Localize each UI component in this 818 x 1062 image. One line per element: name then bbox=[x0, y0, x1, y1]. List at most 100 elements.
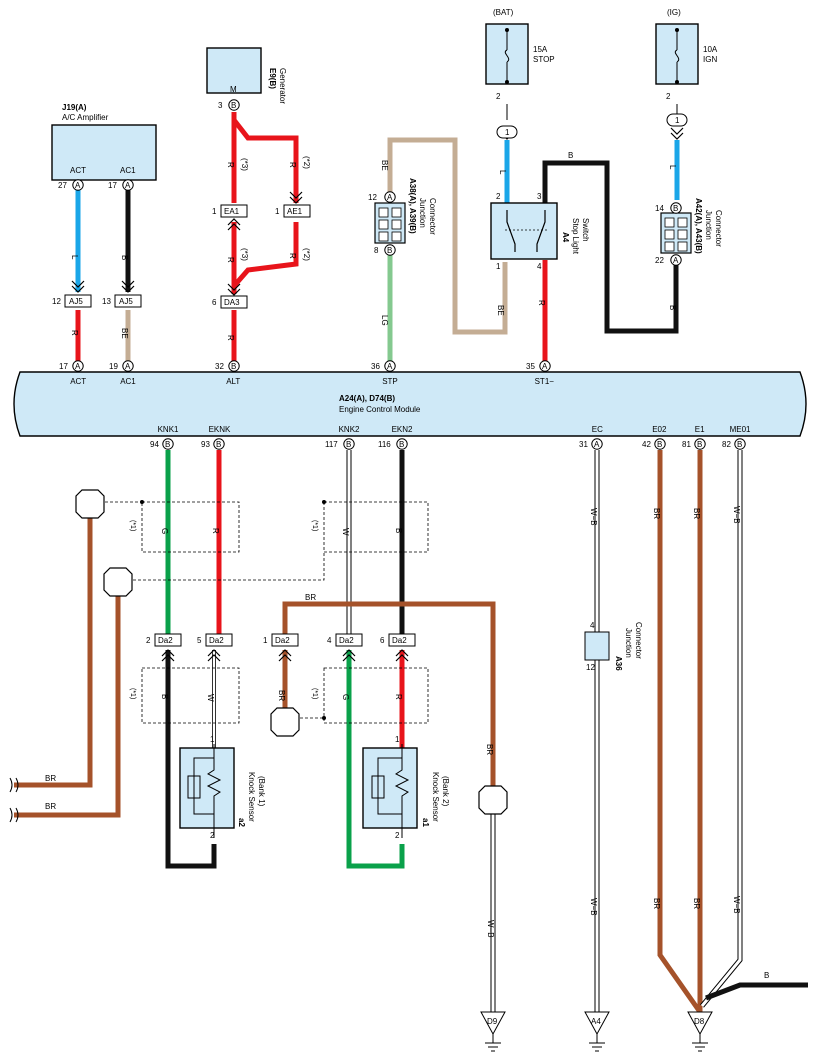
generator-title: Generator bbox=[278, 68, 287, 104]
a36-p12: 12 bbox=[586, 663, 595, 672]
pin-circle bbox=[694, 438, 706, 450]
pin-circle bbox=[72, 360, 84, 372]
label-note: (*3) bbox=[240, 248, 249, 261]
jc-right-name: A42(A), A43(B) bbox=[694, 198, 703, 254]
knock2-p2: 2 bbox=[395, 831, 400, 840]
label-wire: BR bbox=[45, 774, 56, 783]
resistor-icon bbox=[206, 758, 222, 814]
pin-circle bbox=[162, 438, 174, 450]
label-wire: R bbox=[226, 257, 235, 263]
svg-text:A: A bbox=[387, 193, 393, 202]
fuse-bat-name: STOP bbox=[533, 55, 555, 64]
label-wire: L bbox=[498, 170, 507, 175]
pin-signal: ST1− bbox=[535, 377, 555, 386]
pin-signal: E02 bbox=[652, 425, 667, 434]
conn-da2: Da2 bbox=[158, 636, 173, 645]
pin-connector: A bbox=[125, 362, 131, 371]
jc-right-title1: Junction bbox=[704, 210, 713, 240]
pin-circle bbox=[734, 438, 746, 450]
fuse-ig-pin: 2 bbox=[666, 92, 671, 101]
label-wire: B bbox=[668, 305, 677, 310]
fuse-ig-junction: 1 bbox=[675, 116, 680, 125]
ground-a4-label: A4 bbox=[591, 1017, 601, 1026]
knock-sensor-bank2: 1 2 a1 Knock Sensor (Bank 2) bbox=[362, 735, 450, 840]
label-wire: B bbox=[120, 255, 129, 260]
switch-title1: Stop Light bbox=[571, 218, 580, 255]
label-wire: R bbox=[70, 330, 79, 336]
grounds: D9 A4 D8 bbox=[480, 1011, 713, 1052]
label-wire: BE bbox=[120, 328, 129, 339]
pin-number: 19 bbox=[109, 362, 118, 371]
ground-a4: A4 bbox=[584, 1011, 610, 1052]
top-pin-circles: A 27 A 17 B 3 A 12 B 8 B 14 A 22 2 3 1 4 bbox=[58, 99, 682, 271]
fuse-icon bbox=[674, 49, 680, 63]
svg-text:B: B bbox=[231, 101, 236, 110]
pin-signal: E1 bbox=[695, 425, 705, 434]
pin-signal: ALT bbox=[226, 377, 240, 386]
knock-sensor-1-box bbox=[179, 747, 235, 829]
wire-e02-br bbox=[657, 450, 703, 1014]
ground-icon bbox=[589, 1034, 605, 1052]
pin-number: 42 bbox=[642, 440, 651, 449]
knock-sensor-bank1: 1 2 a2 Knock Sensor (Bank 1) bbox=[179, 735, 266, 840]
conn-da3-num: 6 bbox=[212, 298, 217, 307]
pin-signal: AC1 bbox=[120, 377, 136, 386]
pin-number: 93 bbox=[201, 440, 210, 449]
junction-a36: 4 12 A36 Junction Connector bbox=[584, 621, 643, 672]
knock1-title2: (Bank 1) bbox=[257, 776, 266, 807]
svg-text:B: B bbox=[673, 204, 678, 213]
pin-connector: A bbox=[594, 440, 600, 449]
fuse-ig-name: IGN bbox=[703, 55, 717, 64]
knock1-p2: 2 bbox=[210, 831, 215, 840]
ground-d9: D9 bbox=[480, 1011, 506, 1052]
conn-ea1-num: 1 bbox=[212, 207, 217, 216]
ac-amp-title: A/C Amplifier bbox=[62, 113, 109, 122]
pin-circle bbox=[228, 360, 240, 372]
shield-boxes: (*1) (*1) (*1) (*1) bbox=[90, 500, 429, 724]
inline-connectors-top: AJ5 12 AJ5 13 EA1 1 AE1 1 DA3 6 bbox=[52, 127, 684, 309]
switch-name: A4 bbox=[561, 232, 570, 243]
svg-text:A: A bbox=[673, 256, 679, 265]
wire-stp-beige bbox=[387, 137, 508, 335]
pin-connector: A bbox=[75, 362, 81, 371]
engine-control-module: A24(A), D74(B) Engine Control Module bbox=[13, 371, 807, 437]
label-note: (*2) bbox=[302, 156, 311, 169]
pin-number: 35 bbox=[526, 362, 535, 371]
label-wire: BE bbox=[380, 160, 389, 171]
label-wire: W bbox=[341, 528, 350, 536]
pin-signal: EKNK bbox=[209, 425, 231, 434]
label-wire: B bbox=[764, 971, 769, 980]
knock2-name: a1 bbox=[421, 818, 430, 827]
pin-circle bbox=[654, 438, 666, 450]
ac-amp-n27: 27 bbox=[58, 181, 67, 190]
label-note: (*3) bbox=[240, 158, 249, 171]
pin-signal: STP bbox=[382, 377, 398, 386]
label-wire: LG bbox=[380, 315, 389, 326]
label-wire: R bbox=[226, 162, 235, 168]
wire-d8-black bbox=[705, 982, 808, 1001]
wire-alt-red-branch bbox=[232, 118, 299, 203]
label-note: (*1) bbox=[129, 688, 136, 699]
wire-g-lower bbox=[346, 650, 405, 869]
pin-signal: EKN2 bbox=[392, 425, 413, 434]
wire-alt-red-3 bbox=[232, 222, 299, 288]
knock2-p1: 1 bbox=[395, 735, 400, 744]
a36-p4: 4 bbox=[590, 621, 595, 630]
pin-number: 116 bbox=[378, 440, 391, 449]
octagon-icon bbox=[270, 707, 300, 737]
pin-circle bbox=[539, 360, 551, 372]
label-wire: W−B bbox=[732, 506, 741, 524]
pin-number: 94 bbox=[150, 440, 159, 449]
wire-me01-wb-outline bbox=[700, 450, 743, 1008]
fuse-bat-junction: 1 bbox=[505, 128, 510, 137]
wire-br-loop bbox=[282, 601, 496, 787]
conn-da2: Da2 bbox=[209, 636, 224, 645]
octagon-icon bbox=[103, 567, 133, 597]
a36-title1: Junction bbox=[624, 628, 633, 658]
